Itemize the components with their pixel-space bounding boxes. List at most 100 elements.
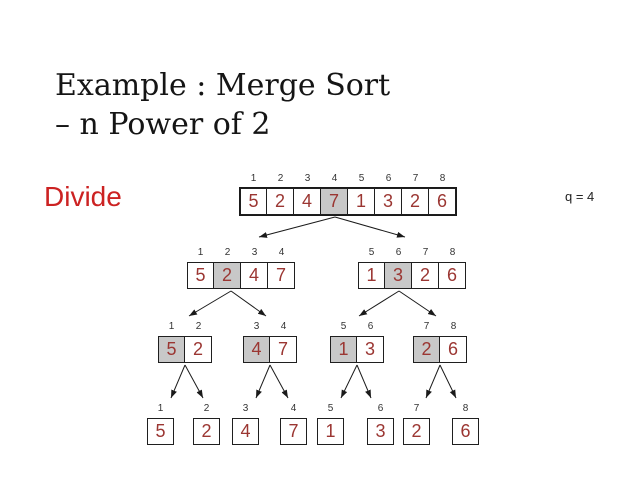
array-cell-highlighted: 4	[243, 336, 270, 363]
cell-index: 4	[331, 173, 338, 184]
array-cell: 1	[348, 188, 375, 215]
slide-title: Example : Merge Sort – n Power of 2	[55, 66, 390, 144]
array-cell-highlighted: 5	[158, 336, 185, 363]
array-cell: 7	[268, 262, 295, 289]
index-row-level4: 8	[452, 403, 479, 414]
divide-label: Divide	[44, 181, 122, 212]
array-cell: 5	[147, 418, 174, 445]
cell-index: 3	[251, 247, 258, 258]
cell-index: 7	[412, 173, 419, 184]
cell-index: 5	[340, 321, 347, 332]
cell-index: 3	[242, 403, 249, 414]
cell-index: 1	[157, 403, 164, 414]
array-cell: 5	[240, 188, 267, 215]
q-value-label: q = 4	[565, 189, 595, 204]
cell-index: 2	[277, 173, 284, 184]
array-cell: 6	[429, 188, 456, 215]
cell-index: 5	[327, 403, 334, 414]
array-cell: 3	[375, 188, 402, 215]
array-cell: 6	[440, 336, 467, 363]
index-row-level4: 3	[232, 403, 259, 414]
array-cell: 5	[187, 262, 214, 289]
subarray-level4: 4	[232, 418, 259, 445]
cell-index: 1	[250, 173, 257, 184]
index-row-level4: 1	[147, 403, 174, 414]
cell-index: 5	[368, 247, 375, 258]
array-cell: 7	[280, 418, 307, 445]
array-cell: 2	[403, 418, 430, 445]
subarray-level4: 7	[280, 418, 307, 445]
array-cell-highlighted: 7	[321, 188, 348, 215]
array-cell: 6	[452, 418, 479, 445]
subarray-level4: 3	[367, 418, 394, 445]
array-cell: 3	[367, 418, 394, 445]
subarray-level4: 6	[452, 418, 479, 445]
array-cell: 3	[357, 336, 384, 363]
cell-index: 2	[203, 403, 210, 414]
cell-index: 4	[280, 321, 287, 332]
array-cell: 1	[317, 418, 344, 445]
cell-index: 7	[423, 321, 430, 332]
index-row-level4: 6	[367, 403, 394, 414]
subarray-level4: 5	[147, 418, 174, 445]
subarray-level4: 2	[403, 418, 430, 445]
cell-index: 8	[439, 173, 446, 184]
subarray-level4: 2	[193, 418, 220, 445]
cell-index: 5	[358, 173, 365, 184]
array-cell: 2	[185, 336, 212, 363]
array-cell: 7	[270, 336, 297, 363]
cell-index: 4	[290, 403, 297, 414]
slide-title-line2: – n Power of 2	[55, 107, 271, 142]
index-row-level4: 4	[280, 403, 307, 414]
subarray-level4: 1	[317, 418, 344, 445]
slide-title-line1: Example : Merge Sort	[55, 68, 391, 103]
cell-index: 1	[168, 321, 175, 332]
cell-index: 7	[413, 403, 420, 414]
cell-index: 6	[377, 403, 384, 414]
array-cell: 2	[267, 188, 294, 215]
index-row-level4: 5	[317, 403, 344, 414]
cell-index: 6	[367, 321, 374, 332]
array-cell: 4	[232, 418, 259, 445]
cell-index: 6	[385, 173, 392, 184]
cell-index: 1	[197, 247, 204, 258]
index-row-level4: 7	[403, 403, 430, 414]
cell-index: 6	[395, 247, 402, 258]
index-row-level2: 1 2 3 4	[187, 247, 295, 258]
array-cell: 2	[193, 418, 220, 445]
array-cell: 2	[402, 188, 429, 215]
array-cell: 4	[241, 262, 268, 289]
array-cell-highlighted: 2	[214, 262, 241, 289]
cell-index: 8	[450, 321, 457, 332]
cell-index: 4	[278, 247, 285, 258]
index-row-level2: 5 6 7 8	[358, 247, 466, 258]
array-cell: 4	[294, 188, 321, 215]
cell-index: 2	[224, 247, 231, 258]
cell-index: 2	[195, 321, 202, 332]
array-cell: 1	[358, 262, 385, 289]
array-cell: 6	[439, 262, 466, 289]
cell-index: 3	[304, 173, 311, 184]
array-cell-highlighted: 1	[330, 336, 357, 363]
cell-index: 8	[462, 403, 469, 414]
index-row-level4: 2	[193, 403, 220, 414]
cell-index: 8	[449, 247, 456, 258]
array-cell: 2	[412, 262, 439, 289]
cell-index: 7	[422, 247, 429, 258]
array-cell-highlighted: 3	[385, 262, 412, 289]
index-row-level1: 1 2 3 4 5 6 7 8	[240, 173, 456, 184]
array-cell-highlighted: 2	[413, 336, 440, 363]
